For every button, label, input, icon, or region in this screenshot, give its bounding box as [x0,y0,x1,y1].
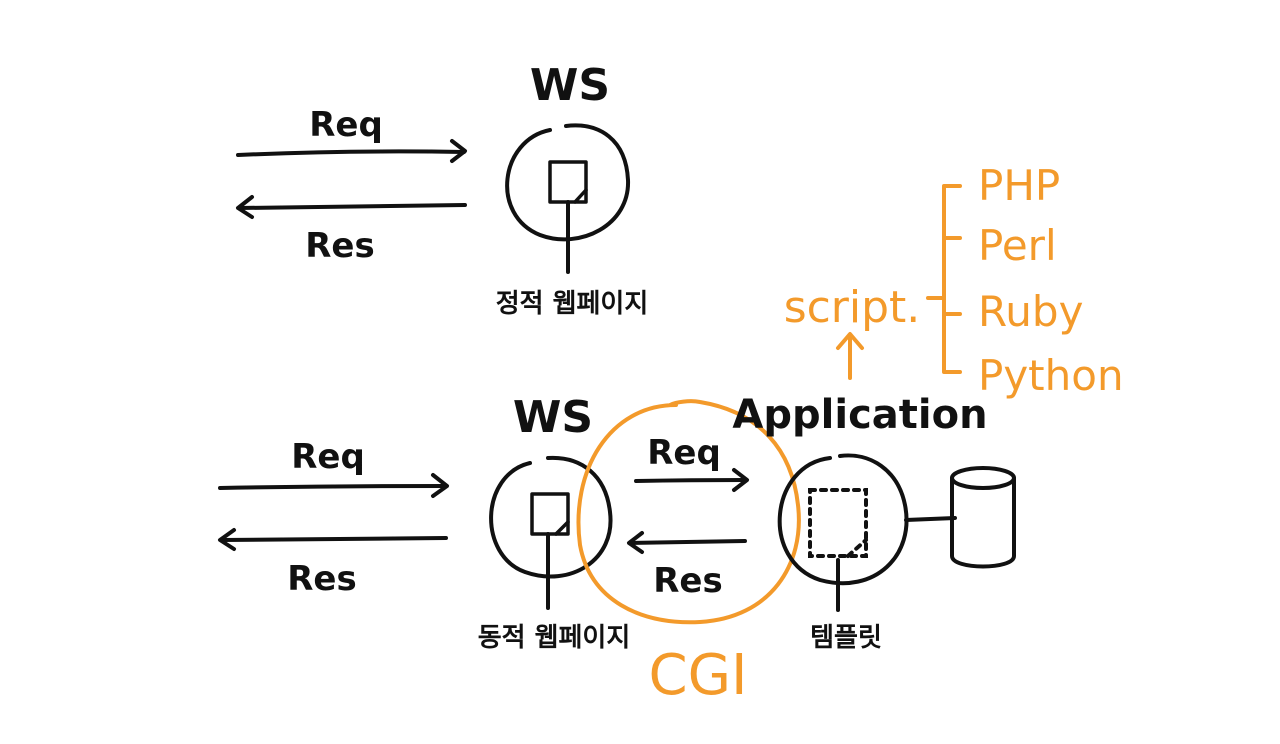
dynamic-section: WS Req Res 동적 웹페이지 Req Res [218,392,1016,708]
inner-req-label: Req [647,433,721,473]
dynamic-res-label: Res [287,559,356,599]
cgi-boundary [576,399,801,625]
language-php: PHP [978,161,1060,210]
language-perl: Perl [978,221,1057,270]
script-label: script. [784,282,921,333]
static-section: WS Req Res 정적 웹페이지 [236,60,649,319]
database-icon [950,466,1016,569]
cgi-label: CGI [648,643,747,708]
dynamic-ws-label: WS [513,392,593,443]
dynamic-res-arrow [218,528,448,551]
application-server-icon [777,453,909,586]
inner-req-arrow [634,468,749,492]
bracket-ticks [942,236,962,316]
language-ruby: Ruby [978,287,1083,336]
db-connector [904,516,957,522]
application-label: Application [732,392,987,438]
static-res-label: Res [305,226,374,266]
dynamic-req-label: Req [291,437,365,477]
dynamic-web-server-icon [489,455,613,579]
static-ws-label: WS [530,60,610,111]
script-up-arrow [836,332,864,380]
template-label: 템플릿 [810,623,882,653]
inner-res-arrow [627,531,747,554]
static-req-label: Req [309,105,383,145]
language-bracket [942,184,962,374]
dynamic-page-label: 동적 웹페이지 [478,623,631,653]
static-req-arrow [236,139,467,163]
script-section: script. PHP Perl Ruby Python [784,161,1124,400]
static-res-arrow [236,195,467,219]
language-python: Python [978,351,1124,400]
dynamic-req-arrow [218,473,449,498]
inner-res-label: Res [653,561,722,601]
static-page-label: 정적 웹페이지 [496,289,649,319]
